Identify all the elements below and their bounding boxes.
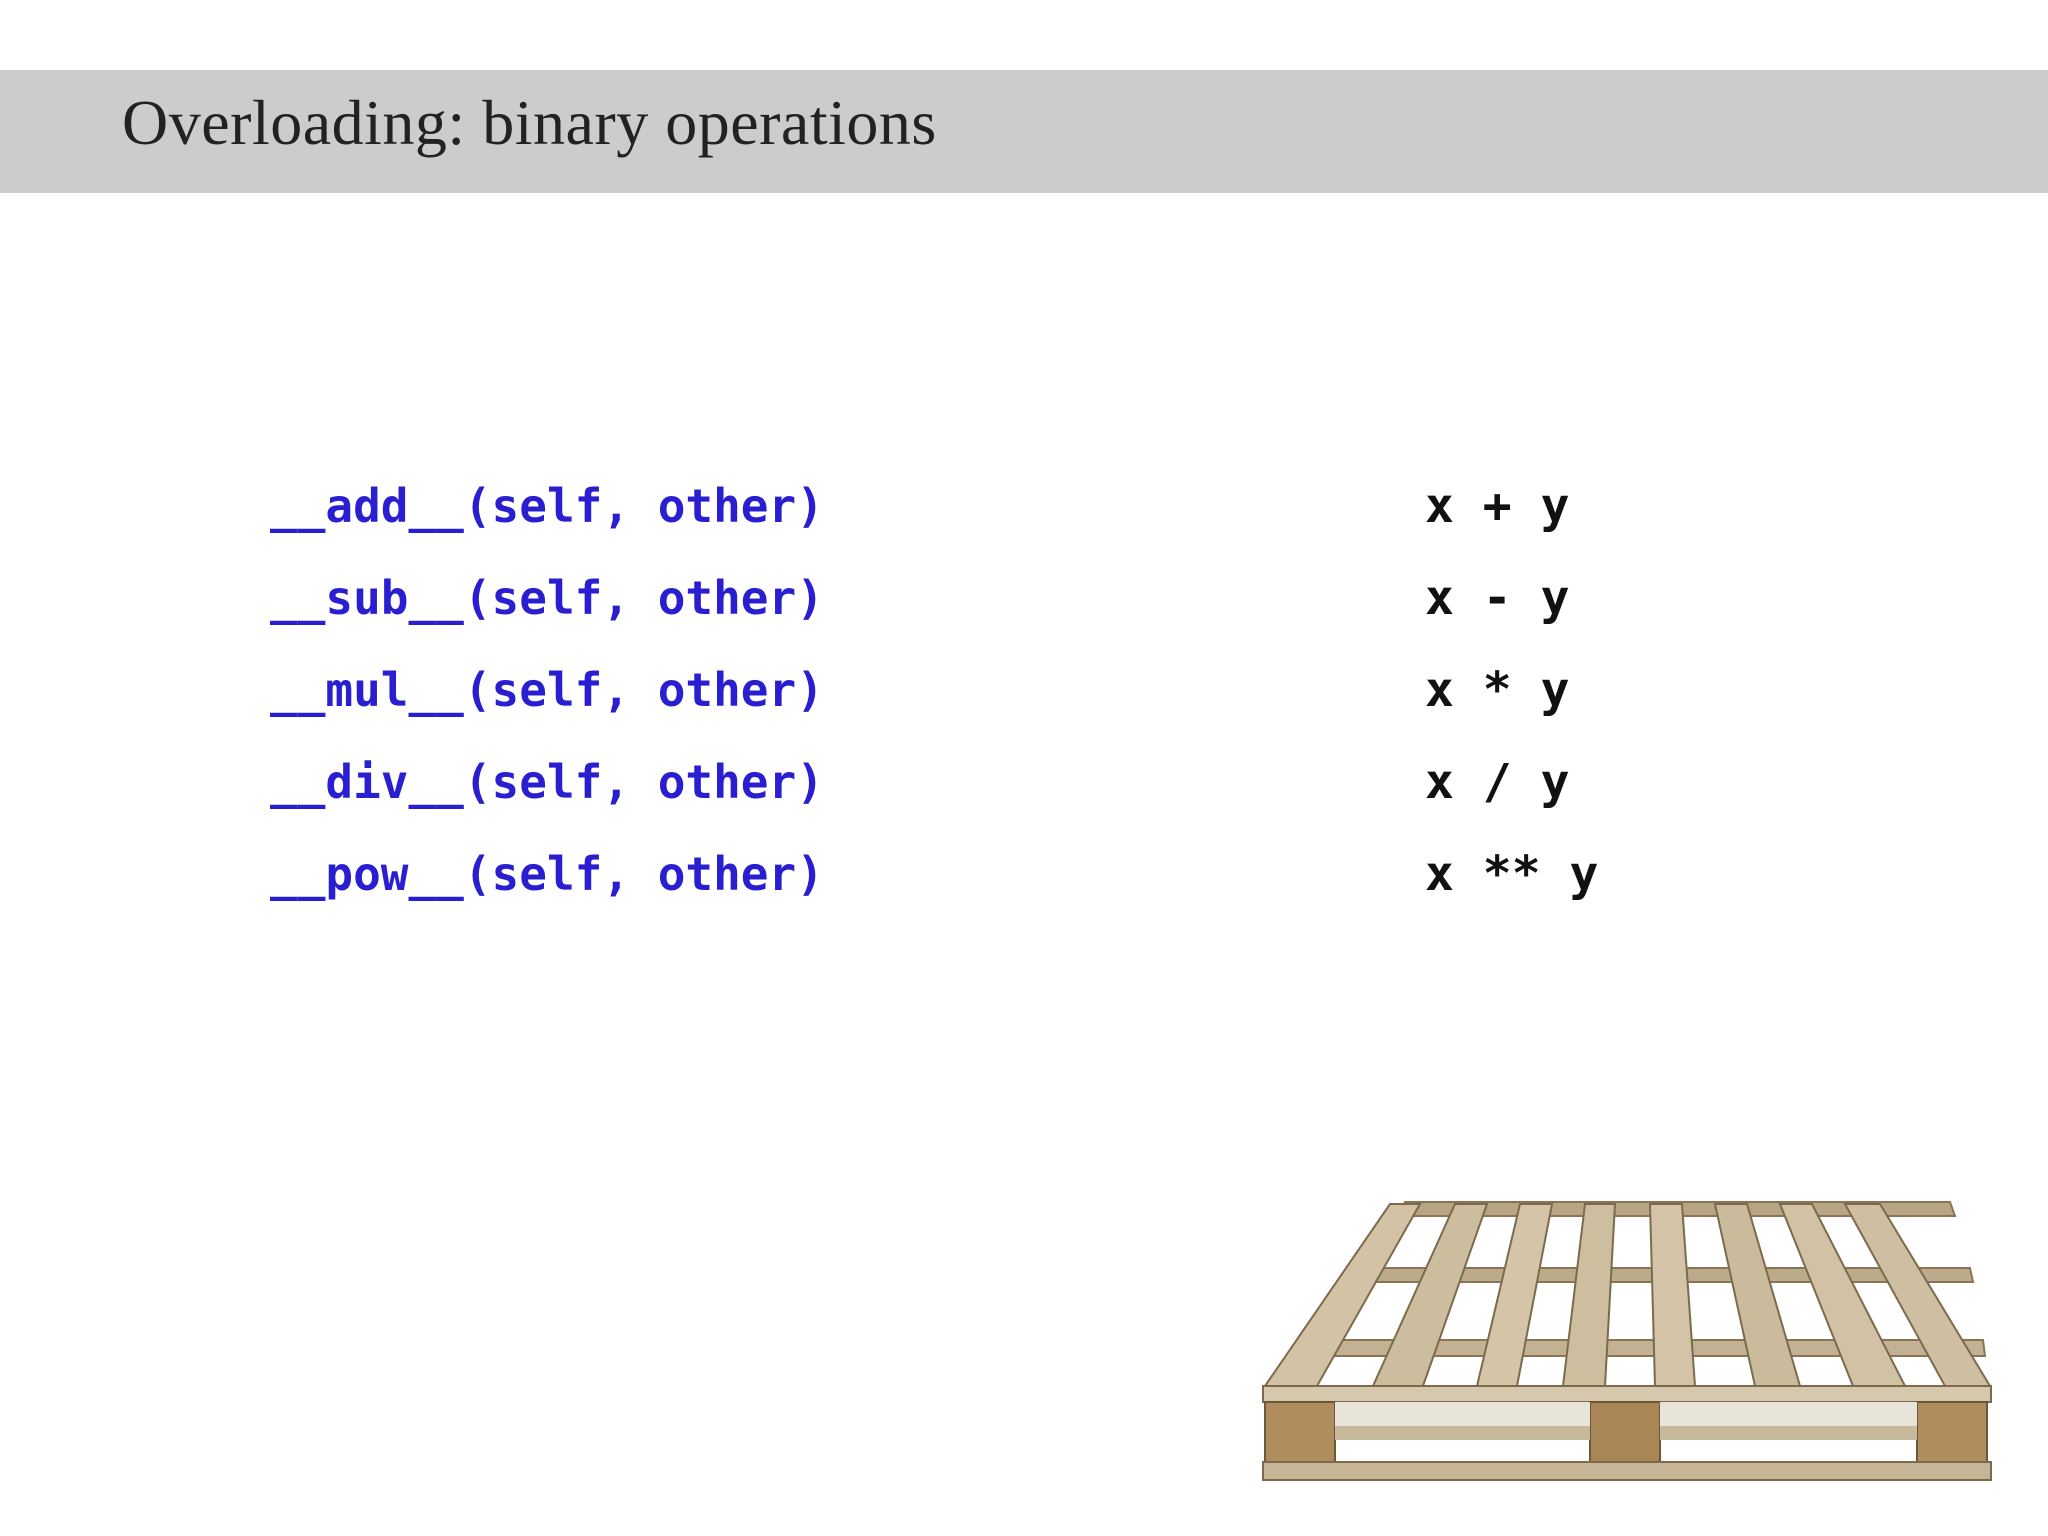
slide-title: Overloading: binary operations bbox=[122, 87, 937, 158]
method-list: __add__(self, other) __sub__(self, other… bbox=[270, 470, 870, 930]
method-mul: __mul__(self, other) bbox=[270, 663, 824, 717]
expression-mul: x * y bbox=[1425, 662, 1570, 718]
wooden-pallet-image bbox=[1262, 1201, 1992, 1481]
expression-sub: x - y bbox=[1425, 570, 1570, 626]
method-div: __div__(self, other) bbox=[270, 755, 824, 809]
expression-pow: x ** y bbox=[1425, 846, 1599, 902]
method-pow: __pow__(self, other) bbox=[270, 847, 824, 901]
method-add: __add__(self, other) bbox=[270, 479, 824, 533]
expression-add: x + y bbox=[1425, 478, 1570, 534]
title-bar bbox=[0, 70, 2048, 193]
expression-list: x + y x - y x * y x / y x ** y bbox=[1425, 470, 1725, 930]
expression-div: x / y bbox=[1425, 754, 1570, 810]
method-sub: __sub__(self, other) bbox=[270, 571, 824, 625]
